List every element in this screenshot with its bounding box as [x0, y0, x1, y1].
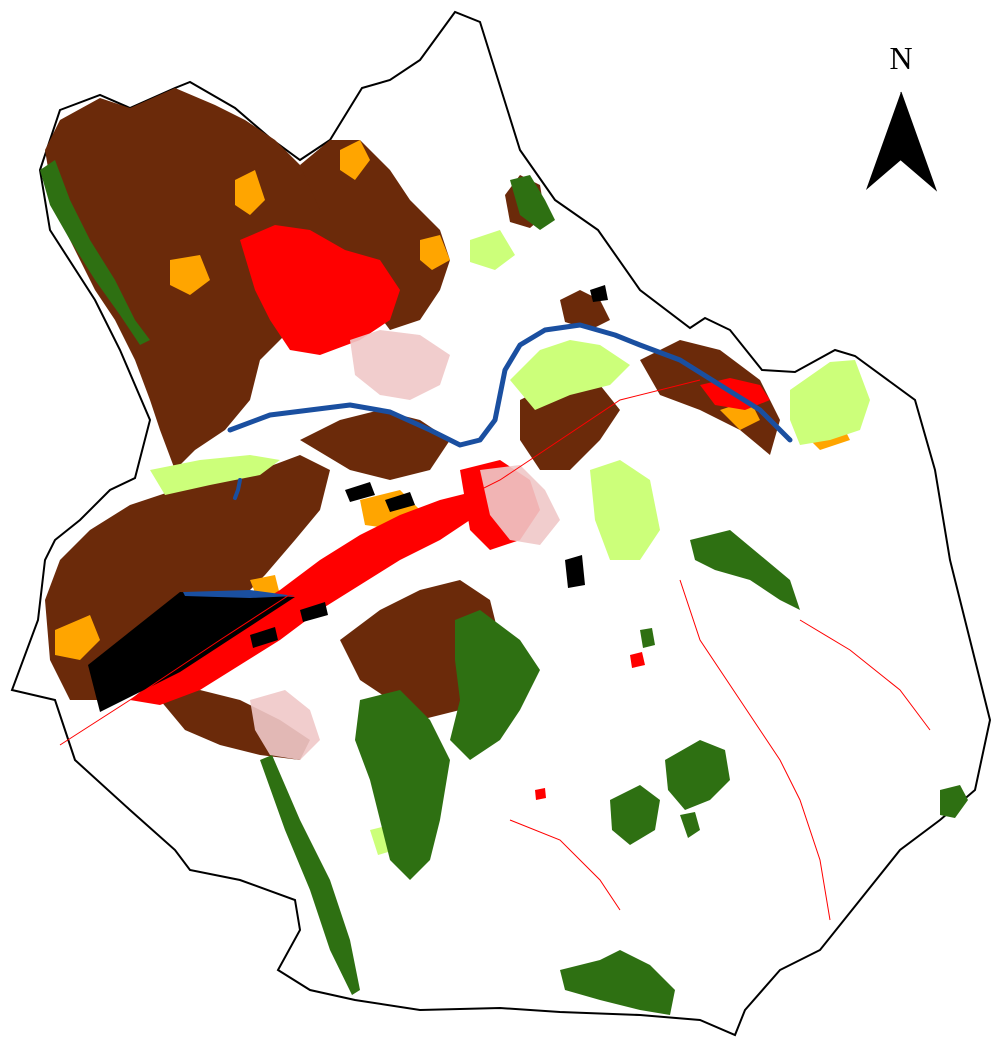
orchard-parcel-3 — [170, 255, 210, 295]
road-southeast-2 — [509, 819, 621, 911]
industrial-buildings-3 — [300, 602, 328, 622]
water-strip-dump — [183, 590, 295, 598]
forest-patch-southeast-1 — [665, 740, 730, 810]
urban-north-block — [240, 225, 400, 355]
mining-layer — [88, 285, 608, 712]
grassland-east-block — [790, 360, 870, 445]
arable-parcel-center — [300, 410, 450, 480]
forest-patch-north — [510, 175, 555, 230]
grassland-north-patch — [470, 230, 515, 270]
grassland-valley-west — [150, 455, 280, 495]
urban-small-block-2 — [535, 788, 546, 800]
forest-south-linear — [260, 755, 360, 995]
orchard-parcel-7 — [420, 235, 450, 270]
arable-parcel-southwest — [45, 455, 330, 700]
settlement-layer — [250, 330, 560, 760]
forest-patch-east-valley — [690, 530, 800, 610]
orchard-parcel-4 — [55, 615, 100, 660]
forest-patch-small-2 — [640, 628, 655, 648]
forest-layer — [40, 160, 968, 1015]
settlement-north — [350, 330, 450, 400]
grassland-layer — [150, 230, 870, 855]
river-tributary — [233, 478, 242, 500]
road-east — [799, 619, 931, 731]
urban-small-block — [630, 652, 645, 668]
orchard-parcel-2 — [235, 170, 265, 215]
forest-patch-ridge — [940, 785, 968, 818]
river — [227, 322, 793, 448]
road-southeast-1 — [679, 579, 831, 921]
grassland-central-east — [590, 460, 660, 560]
grassland-river-meadow — [510, 340, 630, 410]
arable-parcel-north — [300, 140, 450, 330]
forest-patch-southeast-2 — [610, 785, 660, 845]
settlement-central — [480, 465, 560, 545]
road-main-railway — [59, 379, 701, 746]
mining-dump-large — [88, 592, 295, 712]
industrial-buildings-1 — [345, 482, 375, 502]
forest-valley-strip — [450, 610, 540, 760]
forest-patch-south — [560, 950, 675, 1015]
industrial-buildings-4 — [250, 627, 278, 648]
forest-patch-small-1 — [680, 812, 700, 838]
industrial-buildings-5 — [565, 555, 585, 588]
industrial-buildings-6 — [590, 285, 608, 302]
north-label: N — [889, 40, 913, 76]
industrial-zone-main — [130, 480, 500, 705]
north-arrow-icon — [866, 91, 938, 192]
orchard-parcel-1 — [340, 140, 370, 180]
settlement-southwest — [250, 690, 320, 760]
industrial-buildings-2 — [385, 492, 415, 512]
forest-west-edge — [40, 160, 150, 345]
forest-central-south — [355, 690, 450, 880]
road-network — [59, 379, 931, 921]
